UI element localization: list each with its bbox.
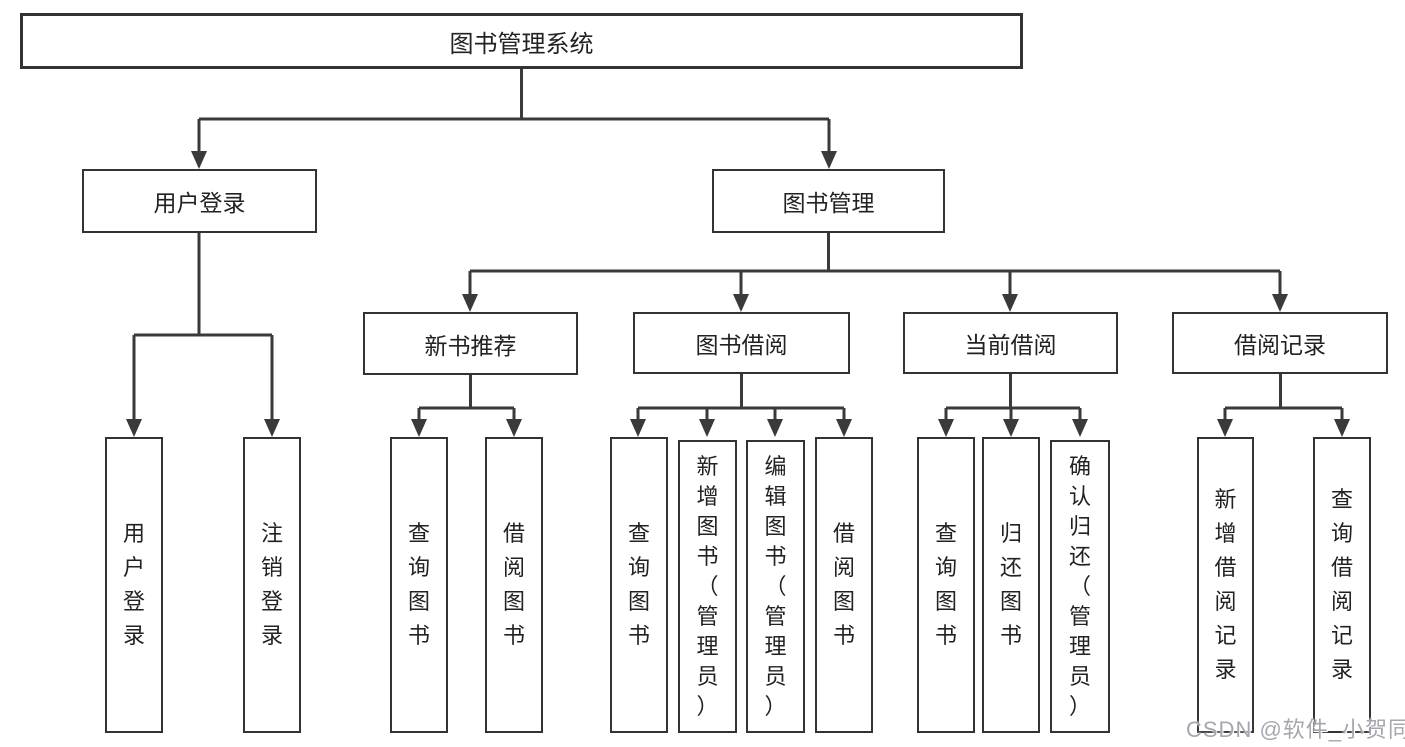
leaf-query-books: 查询图书 (390, 437, 448, 733)
leaf-label: 借阅图书 (832, 521, 855, 648)
arrowhead (1334, 419, 1350, 437)
leaf-label: 新增图书（管理员） (696, 453, 719, 719)
node-label: 图书借阅 (695, 332, 788, 358)
arrowhead (821, 151, 837, 169)
node-borrow-records: 借阅记录 (1172, 312, 1388, 374)
node-label: 新书推荐 (424, 332, 517, 359)
connector-root-to-level2 (197, 67, 831, 156)
leaf-add-books-admin: 新增图书（管理员） (678, 440, 737, 733)
arrowhead (733, 294, 749, 312)
node-book-borrow: 图书借阅 (633, 312, 850, 374)
arrowhead (1072, 419, 1088, 437)
leaf-confirm-return-admin: 确认归还（管理员） (1050, 440, 1110, 733)
arrowhead (938, 419, 954, 437)
node-user-login: 用户登录 (82, 169, 317, 233)
connector-records-branch (1223, 374, 1344, 424)
leaf-edit-books-admin: 编辑图书（管理员） (746, 440, 805, 733)
leaf-return-books: 归还图书 (982, 437, 1040, 733)
arrowhead (191, 151, 207, 169)
leaf-label: 确认归还（管理员） (1068, 453, 1091, 719)
arrowhead (462, 294, 478, 312)
connector-bookborrow-branch (636, 374, 846, 424)
leaf-label: 查询借阅记录 (1330, 487, 1353, 682)
node-label: 图书管理 (782, 190, 875, 216)
node-label: 图书管理系统 (449, 30, 594, 58)
leaf-user-login: 用户登录 (105, 437, 163, 733)
leaf-add-borrow-record: 新增借阅记录 (1197, 437, 1254, 733)
arrowhead (1272, 294, 1288, 312)
arrowhead (1002, 294, 1018, 312)
arrowhead (506, 419, 522, 437)
leaf-label: 用户登录 (122, 521, 145, 648)
node-label: 借阅记录 (1234, 332, 1326, 358)
arrowhead (126, 419, 142, 437)
node-current-borrow: 当前借阅 (903, 312, 1118, 374)
leaf-borrow-books: 借阅图书 (815, 437, 873, 733)
connector-currentborrow-branch (944, 374, 1082, 424)
csdn-watermark: CSDN @软件_小贺同学 (1186, 717, 1405, 742)
leaf-label: 借阅图书 (502, 521, 525, 648)
leaf-label: 查询图书 (934, 521, 957, 648)
node-new-book-recommend: 新书推荐 (363, 312, 578, 375)
leaf-label: 查询图书 (627, 521, 650, 648)
arrowhead (411, 419, 427, 437)
arrowhead (1217, 419, 1233, 437)
leaf-label: 注销登录 (260, 521, 283, 648)
arrowhead (264, 419, 280, 437)
arrowhead (699, 419, 715, 437)
leaf-query-books: 查询图书 (610, 437, 668, 733)
leaf-label: 归还图书 (999, 521, 1022, 648)
connector-mgmt-to-level3 (468, 233, 1282, 299)
node-label: 当前借阅 (964, 332, 1057, 358)
leaf-logout: 注销登录 (243, 437, 301, 733)
connector-newbook-branch (417, 374, 516, 424)
leaf-query-books: 查询图书 (917, 437, 975, 733)
leaf-label: 新增借阅记录 (1214, 487, 1237, 682)
arrowhead (767, 419, 783, 437)
node-label: 用户登录 (153, 190, 246, 216)
leaf-query-borrow-record: 查询借阅记录 (1313, 437, 1371, 733)
node-library-system: 图书管理系统 (20, 13, 1023, 69)
connector-login-branch (132, 233, 274, 424)
leaf-label: 查询图书 (407, 521, 430, 648)
leaf-borrow-books: 借阅图书 (485, 437, 543, 733)
arrowhead (630, 419, 646, 437)
arrowhead (836, 419, 852, 437)
node-book-management: 图书管理 (712, 169, 945, 233)
arrowhead (1003, 419, 1019, 437)
leaf-label: 编辑图书（管理员） (764, 453, 787, 719)
